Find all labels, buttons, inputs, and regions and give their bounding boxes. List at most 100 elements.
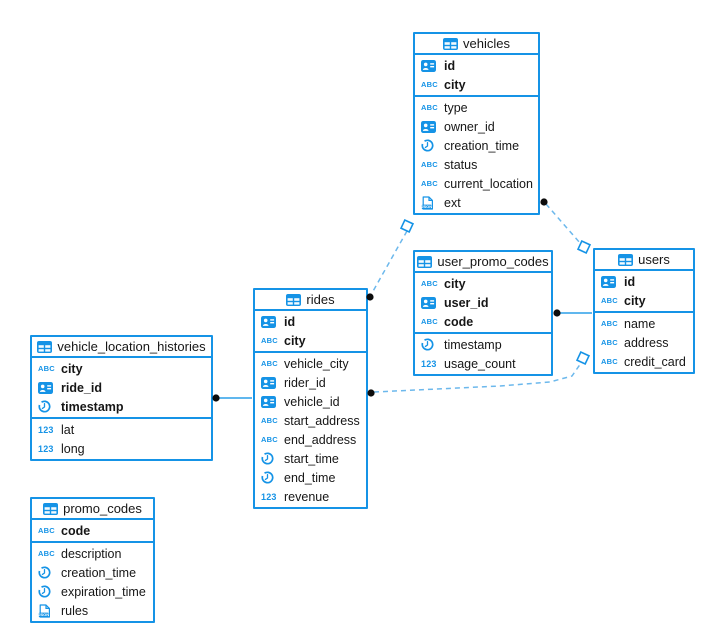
field-name: current_location — [444, 176, 533, 191]
field-row-lat[interactable]: 123 lat — [38, 422, 75, 437]
timestamp-icon — [421, 338, 439, 351]
field-row-current_location[interactable]: ABC current_location — [421, 176, 533, 191]
ref-endpoint-square — [576, 239, 592, 255]
field-row-credit_card[interactable]: ABC credit_card — [601, 354, 686, 369]
table-header-vehicle_location_histories[interactable]: vehicle_location_histories — [32, 337, 211, 358]
field-row-type[interactable]: ABC type — [421, 100, 468, 115]
field-row-vehicle_city[interactable]: ABC vehicle_city — [261, 356, 349, 371]
relationship-user_promo_codes-to-users — [553, 309, 592, 317]
table-header-users[interactable]: users — [595, 250, 693, 271]
table-vehicle_location_histories[interactable]: vehicle_location_histories ABC city ride… — [30, 335, 213, 461]
field-row-timestamp[interactable]: timestamp — [32, 397, 211, 416]
field-row-name[interactable]: ABC name — [601, 316, 656, 331]
field-row-status[interactable]: ABC status — [421, 157, 478, 172]
fields-section: timestamp 123 usage_count — [415, 332, 551, 374]
table-users[interactable]: users id ABC city ABC name ABC address A… — [593, 248, 695, 374]
table-header-promo_codes[interactable]: promo_codes — [32, 499, 153, 520]
uuid-icon — [261, 376, 279, 389]
field-row-code[interactable]: ABC code — [38, 523, 91, 538]
field-name: city — [444, 276, 466, 291]
field-name: city — [624, 293, 646, 308]
timestamp-icon — [261, 471, 279, 484]
primary-key-section: ABC code — [32, 520, 153, 541]
field-row-city[interactable]: ABC city — [261, 333, 306, 348]
field-name: id — [624, 274, 636, 289]
field-row-rules[interactable]: JSON rules — [32, 601, 153, 620]
field-row-city[interactable]: ABC city — [38, 361, 83, 376]
field-row-id[interactable]: id — [255, 312, 366, 331]
timestamp-icon — [261, 452, 279, 465]
field-name: usage_count — [444, 356, 516, 371]
table-icon — [417, 255, 433, 268]
table-promo_codes[interactable]: promo_codes ABC code ABC description cre… — [30, 497, 155, 623]
primary-key-section: ABC city user_id ABC code — [415, 273, 551, 332]
uuid-icon — [421, 120, 439, 133]
table-vehicles[interactable]: vehicles id ABC city ABC type owner_id c… — [413, 32, 540, 215]
field-row-city[interactable]: ABC city — [421, 77, 466, 92]
table-icon — [37, 340, 53, 353]
table-header-rides[interactable]: rides — [255, 290, 366, 311]
field-row-timestamp[interactable]: timestamp — [415, 335, 551, 354]
table-title: users — [638, 252, 670, 267]
svg-text:JSON: JSON — [38, 612, 49, 617]
field-name: vehicle_id — [284, 394, 340, 409]
field-row-start_address[interactable]: ABC start_address — [261, 413, 360, 428]
relationship-rides-to-vehicles — [366, 218, 415, 301]
field-row-code[interactable]: ABC code — [421, 314, 474, 329]
field-name: timestamp — [61, 399, 124, 414]
field-name: id — [444, 58, 456, 73]
field-row-owner_id[interactable]: owner_id — [415, 117, 538, 136]
table-title: promo_codes — [63, 501, 142, 516]
field-row-end_time[interactable]: end_time — [255, 468, 366, 487]
primary-key-section: id ABC city — [415, 55, 538, 95]
fk-endpoint-dot — [553, 309, 561, 317]
table-rides[interactable]: rides id ABC city ABC vehicle_city rider… — [253, 288, 368, 509]
relationship-vehicles-to-users — [540, 198, 592, 255]
field-row-city[interactable]: ABC city — [421, 276, 466, 291]
table-header-user_promo_codes[interactable]: user_promo_codes — [415, 252, 551, 273]
json-icon: JSON — [38, 603, 56, 618]
field-row-revenue[interactable]: 123 revenue — [261, 489, 330, 504]
field-name: owner_id — [444, 119, 495, 134]
table-title: rides — [306, 292, 335, 307]
table-icon — [443, 37, 459, 50]
field-row-expiration_time[interactable]: expiration_time — [32, 582, 153, 601]
field-name: description — [61, 546, 122, 561]
field-name: address — [624, 335, 669, 350]
uuid-icon — [601, 275, 619, 288]
field-row-usage_count[interactable]: 123 usage_count — [421, 356, 516, 371]
field-name: lat — [61, 422, 75, 437]
table-title: user_promo_codes — [437, 254, 549, 269]
relationship-line — [545, 203, 581, 244]
field-name: type — [444, 100, 468, 115]
field-row-long[interactable]: 123 long — [38, 441, 85, 456]
field-name: status — [444, 157, 478, 172]
field-row-address[interactable]: ABC address — [601, 335, 669, 350]
table-header-vehicles[interactable]: vehicles — [415, 34, 538, 55]
field-name: ride_id — [61, 380, 102, 395]
field-row-id[interactable]: id — [415, 56, 538, 75]
field-row-description[interactable]: ABC description — [38, 546, 122, 561]
field-row-rider_id[interactable]: rider_id — [255, 373, 366, 392]
fields-section: ABC name ABC address ABC credit_card — [595, 311, 693, 372]
field-row-creation_time[interactable]: creation_time — [415, 136, 538, 155]
field-row-start_time[interactable]: start_time — [255, 449, 366, 468]
uuid-icon — [38, 381, 56, 394]
field-row-end_address[interactable]: ABC end_address — [261, 432, 357, 447]
field-row-vehicle_id[interactable]: vehicle_id — [255, 392, 366, 411]
fields-section: ABC vehicle_city rider_id vehicle_id ABC… — [255, 351, 366, 507]
field-row-ride_id[interactable]: ride_id — [32, 378, 211, 397]
field-name: creation_time — [444, 138, 520, 153]
field-name: credit_card — [624, 354, 686, 369]
relationship-line — [371, 230, 408, 294]
field-name: creation_time — [61, 565, 137, 580]
field-row-id[interactable]: id — [595, 272, 693, 291]
table-user_promo_codes[interactable]: user_promo_codes ABC city user_id ABC co… — [413, 250, 553, 376]
field-row-user_id[interactable]: user_id — [415, 293, 551, 312]
field-name: start_address — [284, 413, 360, 428]
field-row-creation_time[interactable]: creation_time — [32, 563, 153, 582]
field-row-city[interactable]: ABC city — [601, 293, 646, 308]
primary-key-section: ABC city ride_id timestamp — [32, 358, 211, 417]
field-row-ext[interactable]: JSON ext — [415, 193, 538, 212]
